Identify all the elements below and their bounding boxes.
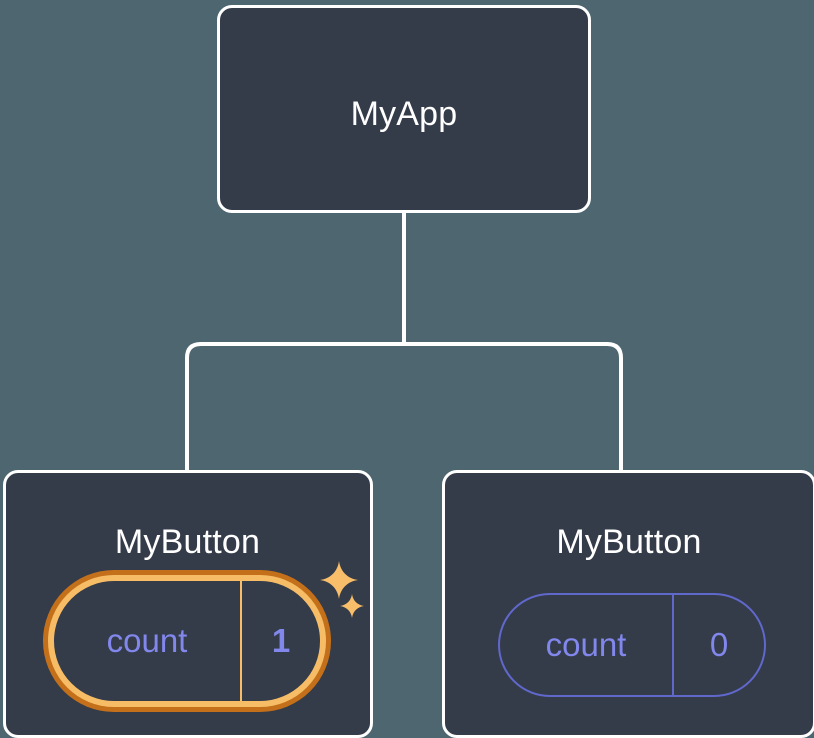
state-pill-highlighted[interactable]: count 1 xyxy=(43,570,331,712)
state-pill-value: 1 xyxy=(271,622,291,659)
sparkle-small-icon xyxy=(340,594,364,618)
component-node-label: MyApp xyxy=(350,95,458,133)
component-node-mybutton-right[interactable]: MyButton count 0 xyxy=(442,470,814,738)
component-node-label: MyButton xyxy=(556,523,702,561)
state-pill-value: 0 xyxy=(709,626,729,663)
state-pill-glow-ring: count 1 xyxy=(48,575,326,707)
state-pill-key: count xyxy=(54,581,242,701)
state-pill-plain[interactable]: count 0 xyxy=(498,593,766,697)
state-pill-body: count 1 xyxy=(54,581,320,701)
component-node-myapp[interactable]: MyApp xyxy=(217,5,591,213)
sparkle-large-icon xyxy=(320,561,358,599)
state-pill-key: count xyxy=(500,595,674,695)
edge-branch-bus xyxy=(185,342,623,471)
component-node-label: MyButton xyxy=(114,523,261,561)
